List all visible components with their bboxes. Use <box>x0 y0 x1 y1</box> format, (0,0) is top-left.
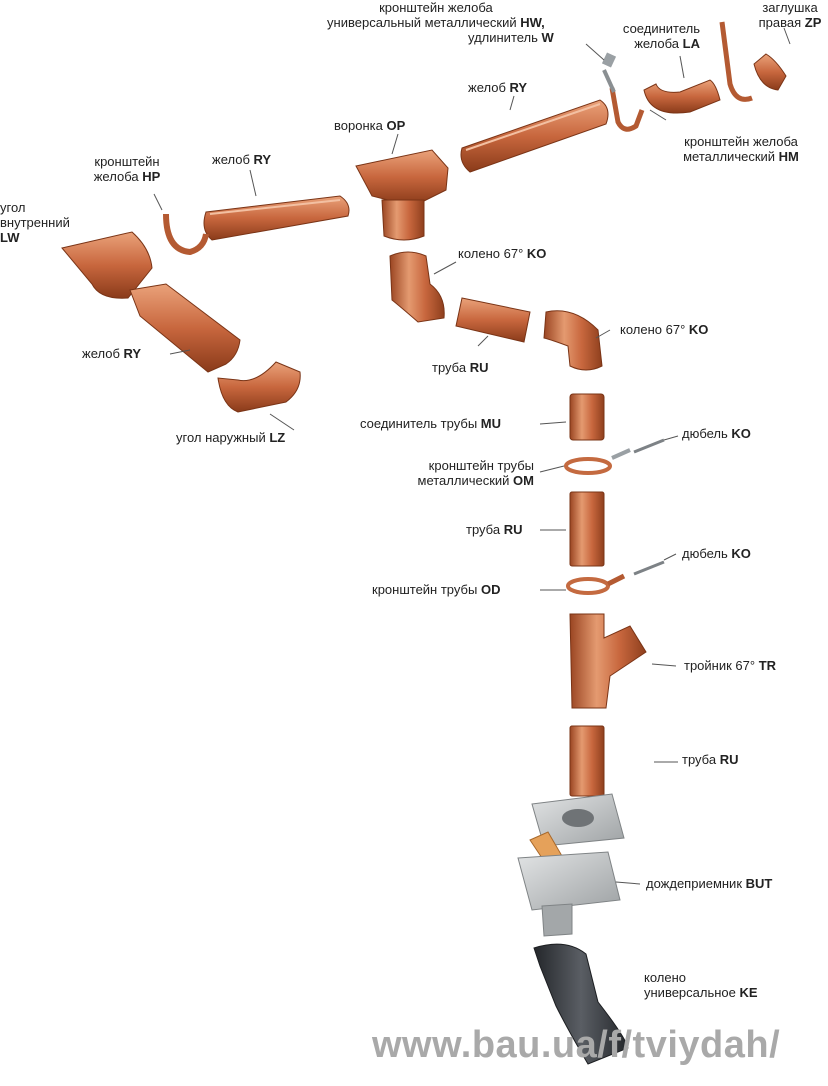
mu-pipe-connector <box>569 393 605 441</box>
watermark: www.bau.ua/f/tviydah/ <box>372 1024 781 1066</box>
label-ry-top: желоб RY <box>468 80 528 95</box>
tr-tee <box>569 613 647 709</box>
gutter-ry-mid <box>203 195 350 241</box>
lz-outer-corner <box>217 361 301 413</box>
label-lz-corner: угол наружный LZ <box>176 430 286 445</box>
label-od-bracket: кронштейн трубы OD <box>372 582 501 597</box>
ko-dowel-1 <box>633 438 665 454</box>
leader-lines <box>153 27 791 885</box>
ru-pipe-bottom <box>569 725 605 797</box>
label-hp-bracket: кронштейн желоба HP <box>93 154 161 184</box>
hp-bracket <box>163 213 209 256</box>
label-ru-pipe-1: труба RU <box>432 360 489 375</box>
label-hm-bracket: кронштейн желоба металлический HM <box>683 134 799 164</box>
hw-bracket <box>601 52 645 132</box>
label-lw-corner: угол внутренний LW <box>0 200 70 245</box>
label-mu-connector: соединитель трубы MU <box>360 416 502 431</box>
hm-bracket <box>719 21 753 102</box>
label-ry-mid: желоб RY <box>212 152 272 167</box>
label-ko-dowel-1: дюбель KO <box>682 426 751 441</box>
label-ru-pipe-3: труба RU <box>682 752 739 767</box>
ko-elbow-2 <box>543 310 603 371</box>
label-la-connector: соединитель желоба LA <box>622 21 700 51</box>
ru-pipe-long <box>569 491 605 567</box>
label-tr-tee: тройник 67° TR <box>684 658 777 673</box>
label-zp-cap: заглушка правая ZP <box>758 0 822 30</box>
od-pipe-bracket <box>566 573 626 595</box>
ko-elbow-1 <box>389 251 445 323</box>
label-ru-pipe-2: труба RU <box>466 522 523 537</box>
label-ry-left: желоб RY <box>82 346 142 361</box>
label-hw-bracket: кронштейн желоба универсальный металличе… <box>327 0 554 45</box>
gutter-ry-top <box>460 99 609 173</box>
label-om-bracket: кронштейн трубы металлический OM <box>417 458 535 488</box>
op-outlet <box>355 149 449 241</box>
label-op-outlet: воронка OP <box>334 118 406 133</box>
label-but-inlet: дождеприемник BUT <box>646 876 773 891</box>
zp-end-cap <box>753 53 787 91</box>
lw-inner-corner <box>61 231 153 299</box>
but-rain-inlet <box>517 793 625 937</box>
la-connector <box>643 79 721 114</box>
label-ko-elbow-2: колено 67° KO <box>620 322 709 337</box>
gutter-ry-left <box>129 283 241 373</box>
label-ke-elbow: колено универсальное KE <box>644 970 758 1000</box>
ke-flex-elbow <box>533 943 629 1065</box>
om-pipe-bracket <box>564 448 631 475</box>
label-ko-elbow-1: колено 67° KO <box>458 246 547 261</box>
label-ko-dowel-2: дюбель KO <box>682 546 751 561</box>
ru-pipe-short <box>455 297 531 343</box>
ko-dowel-2 <box>633 560 665 576</box>
